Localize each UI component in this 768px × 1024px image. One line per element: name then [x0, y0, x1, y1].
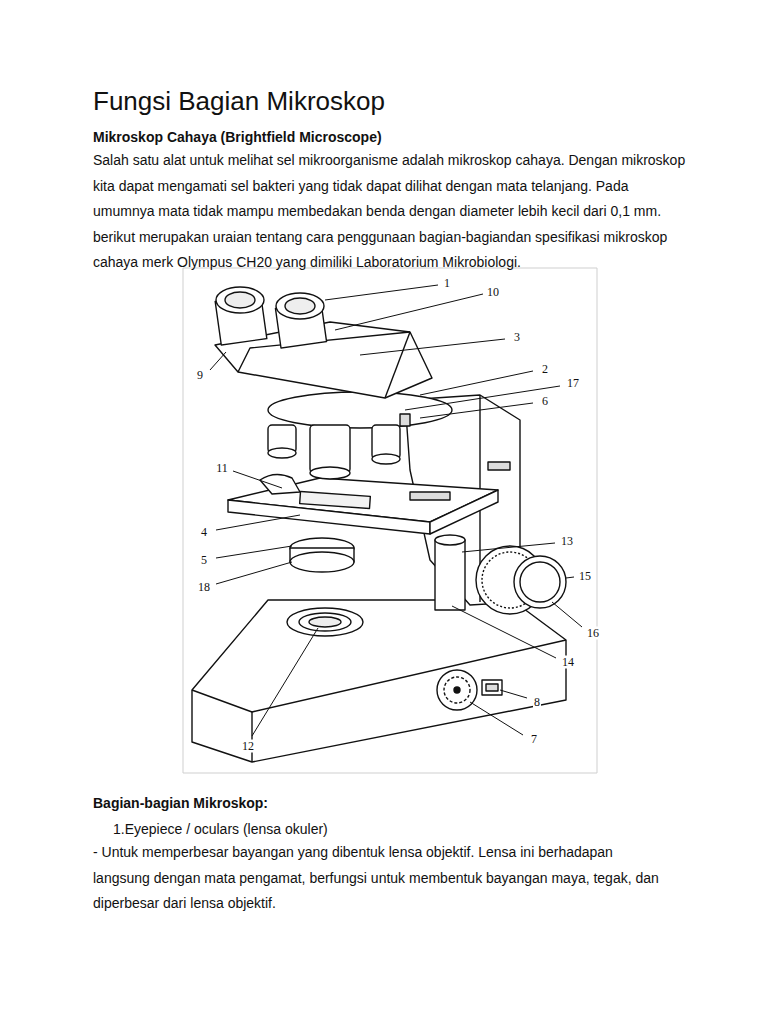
leader-lines [210, 285, 582, 736]
callout-number: 2 [541, 363, 549, 376]
illustration-part [192, 600, 566, 762]
illustration-part [309, 617, 341, 627]
illustration-part [452, 606, 556, 658]
callout-number: 9 [196, 369, 204, 382]
illustration-part [325, 285, 438, 300]
callout-number: 5 [200, 554, 208, 567]
callout-number: 16 [586, 627, 600, 640]
callout-number: 1 [443, 277, 451, 290]
illustration-part [410, 492, 450, 500]
illustration-part [500, 690, 527, 698]
callout-number: 4 [200, 526, 208, 539]
callout-number: 13 [560, 535, 574, 548]
illustration-part [372, 454, 400, 464]
callout-number: 15 [578, 570, 592, 583]
paragraph: - Untuk memperbesar bayangan yang dibent… [93, 840, 661, 917]
illustration-part [290, 552, 354, 572]
illustration-part [216, 546, 292, 558]
head [215, 287, 432, 398]
illustration-part [444, 677, 470, 703]
illustration-part [225, 292, 255, 308]
callout-number: 18 [197, 581, 211, 594]
illustration-part [252, 628, 318, 736]
illustration-part [400, 414, 410, 426]
illustration-part [420, 403, 533, 418]
illustration-part [488, 462, 510, 470]
callout-number: 8 [533, 696, 541, 709]
callout-number: 14 [561, 656, 575, 669]
illustration-part [435, 540, 465, 610]
nosepiece [268, 392, 452, 479]
illustration-part [385, 332, 410, 398]
focus-knobs [435, 535, 566, 614]
illustration-part [335, 294, 483, 330]
illustration-part [210, 352, 226, 370]
stage [228, 474, 498, 572]
section-heading: Bagian-bagian Mikroskop: [93, 793, 268, 813]
section-heading: Mikroskop Cahaya (Brightfield Microscope… [93, 127, 382, 147]
illustration-part [435, 535, 465, 545]
illustration-part [233, 471, 282, 488]
illustration-part [260, 474, 300, 494]
callout-number: 10 [486, 286, 500, 299]
illustration-part [454, 687, 460, 693]
illustration-part [360, 339, 505, 355]
illustration-part [251, 712, 252, 762]
illustration-part [285, 298, 315, 314]
illustration-part [552, 602, 582, 627]
page-title: Fungsi Bagian Mikroskop [93, 86, 385, 116]
illustration-part [486, 684, 498, 691]
callout-number: 17 [566, 377, 580, 390]
illustration-part [470, 702, 523, 735]
illustration-part [405, 386, 560, 410]
illustration-part [300, 492, 371, 509]
callout-number: 7 [530, 733, 538, 746]
figure-frame [183, 268, 597, 773]
illustration-part [514, 556, 566, 608]
paragraph: Salah satu alat untuk melihat sel mikroo… [93, 148, 693, 276]
illustration-part [276, 293, 324, 319]
illustration-part [216, 287, 264, 313]
callout-number: 12 [241, 740, 255, 753]
illustration-part [310, 425, 350, 473]
list-item: 1.Eyepiece / oculars (lensa okuler) [113, 819, 328, 839]
illustration-part [520, 562, 560, 602]
base [192, 600, 566, 762]
illustration-part [216, 515, 300, 530]
illustration-part [299, 613, 351, 631]
illustration-part [462, 543, 555, 552]
illustration-part [566, 577, 574, 578]
illustration-part [192, 640, 566, 712]
illustration-part [482, 680, 502, 695]
illustration-part [268, 448, 296, 458]
illustration-part [310, 467, 350, 479]
callout-number: 3 [513, 331, 521, 344]
callout-number: 6 [541, 395, 549, 408]
illustration-part [420, 371, 533, 395]
illustration-part [437, 670, 477, 710]
illustration-part [268, 392, 452, 428]
callout-number: 11 [215, 462, 229, 475]
illustration-part [216, 562, 292, 584]
illustration-part [287, 608, 363, 636]
